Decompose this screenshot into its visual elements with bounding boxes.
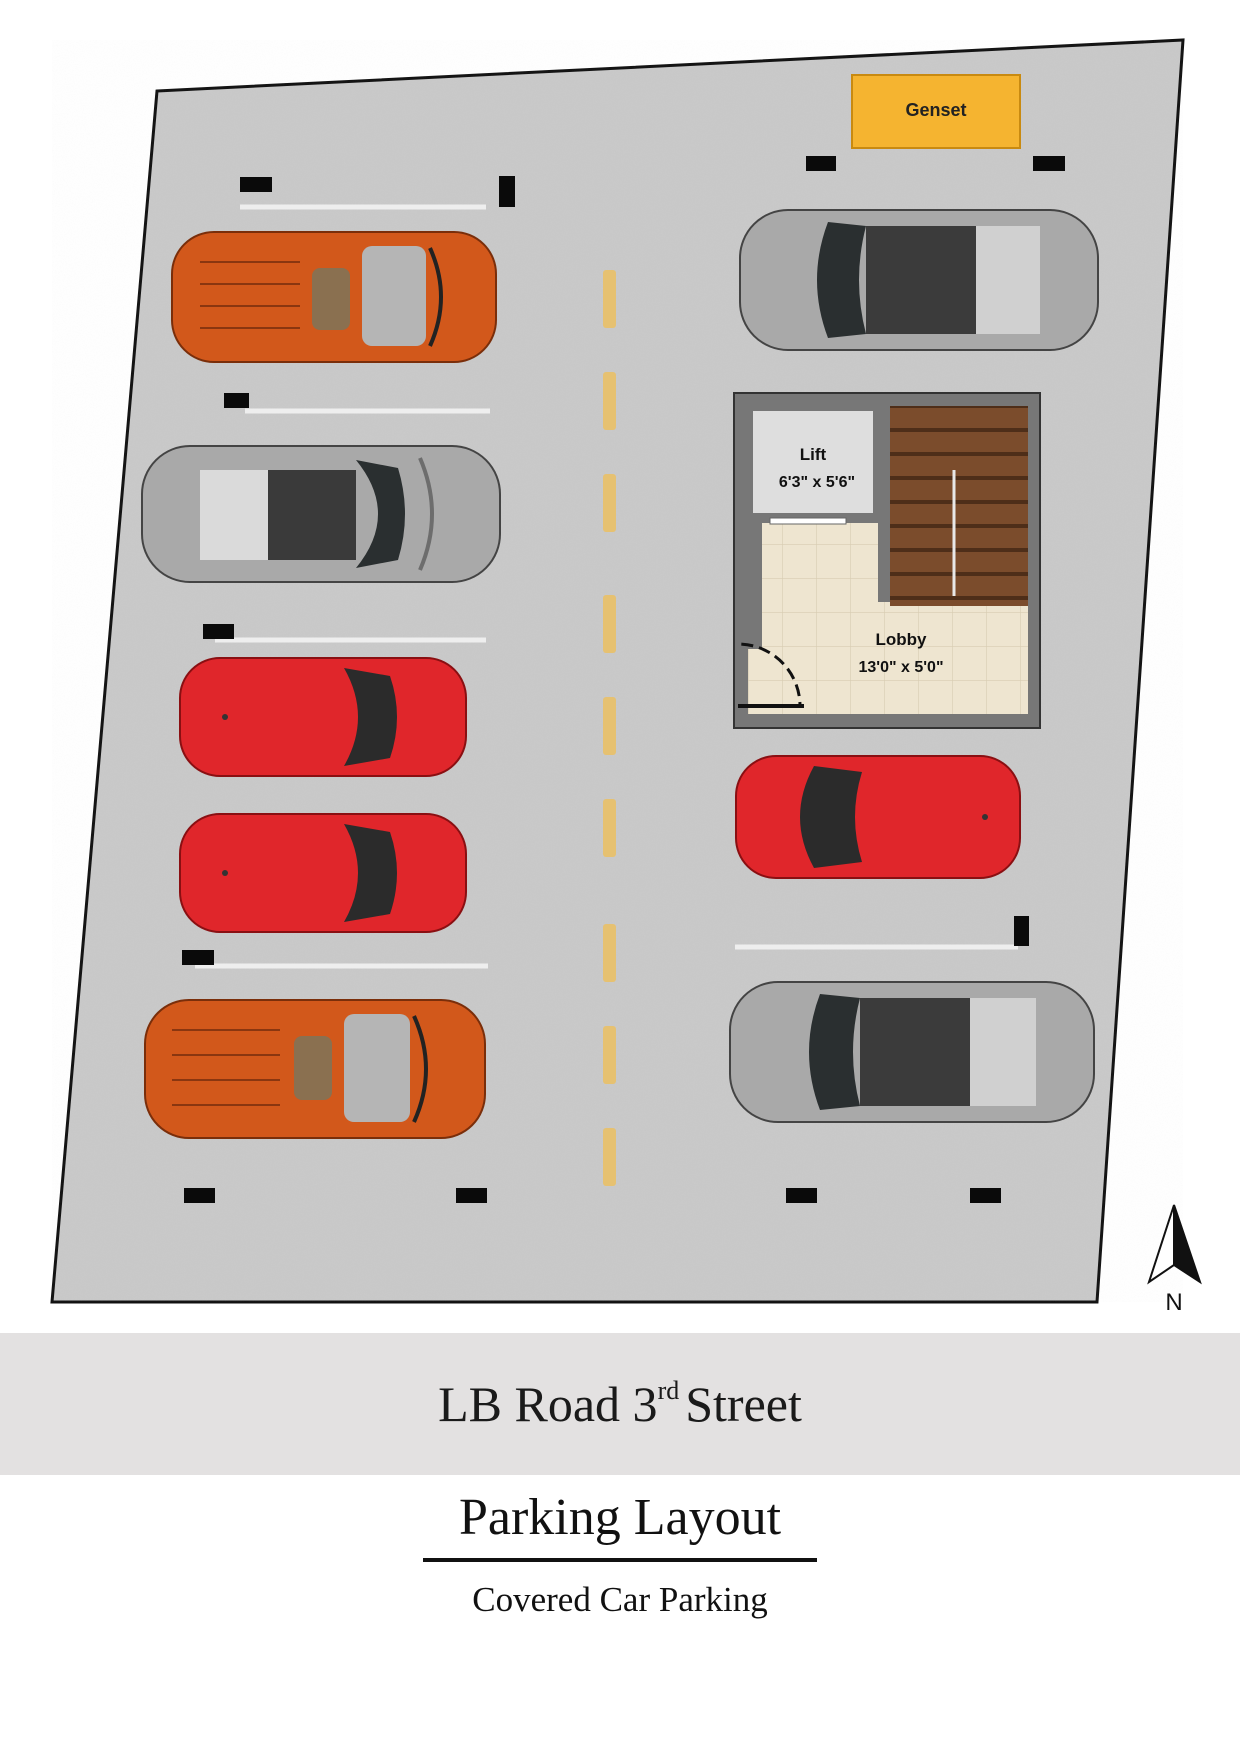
staircase — [890, 406, 1028, 606]
lobby-door-swing — [737, 642, 802, 708]
page-subtitle: Covered Car Parking — [472, 1579, 768, 1619]
car-right-2-red — [735, 755, 1021, 879]
parking-plan: Genset — [50, 38, 1202, 1316]
lobby-label: Lobby — [876, 630, 928, 649]
car-left-5-orange — [144, 999, 486, 1139]
car-left-1-orange — [171, 231, 497, 363]
car-left-4-red — [179, 813, 467, 933]
page-title: Parking Layout — [422, 1488, 818, 1562]
car-left-2-silver — [141, 445, 501, 583]
genset-label: Genset — [905, 100, 966, 120]
car-left-3-red — [179, 657, 467, 777]
building-core: Lift 6'3" x 5'6" Lobby 13'0" x 5'0" — [733, 392, 1041, 729]
car-right-1-silver — [739, 209, 1099, 351]
lift-size: 6'3" x 5'6" — [779, 474, 855, 491]
lobby-size: 13'0" x 5'0" — [858, 659, 943, 676]
genset-block: Genset — [851, 74, 1021, 149]
north-arrow-icon: N — [1147, 1204, 1202, 1316]
road-street-word: Street — [685, 1376, 802, 1432]
road-ordinal-suffix: rd — [657, 1376, 680, 1405]
title-block: Parking Layout Covered Car Parking — [0, 1488, 1240, 1620]
car-right-3-silver — [729, 981, 1095, 1123]
wheel-stops — [182, 156, 1065, 1203]
bay-lines — [195, 204, 1018, 969]
road-name-main: LB Road 3 — [438, 1376, 658, 1432]
north-label: N — [1165, 1289, 1182, 1316]
center-lane-markings — [603, 270, 616, 1186]
lift-label: Lift — [800, 445, 827, 464]
